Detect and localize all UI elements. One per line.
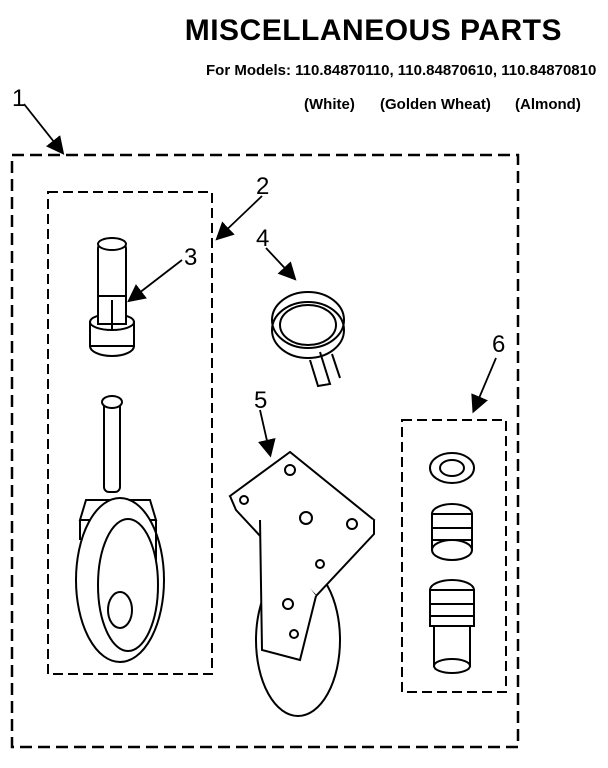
- color-golden-wheat: (Golden Wheat): [380, 96, 491, 113]
- callout-4: 4: [256, 225, 269, 252]
- bushing-group-boundary-6: [401, 419, 507, 693]
- models-line: For Models: 110.84870110, 110.84870610, …: [206, 62, 597, 79]
- leader-5: [258, 409, 276, 458]
- callout-1: 1: [12, 85, 25, 112]
- callout-2: 2: [256, 173, 269, 200]
- callout-3: 3: [184, 244, 197, 271]
- swivel-caster-part-2: [75, 395, 165, 663]
- bushing-set-part-6: [429, 452, 475, 674]
- rigid-caster-part-5: [228, 450, 376, 717]
- leader-4: [265, 247, 297, 281]
- caster-group-boundary-2: [47, 191, 213, 675]
- callout-6: 6: [492, 331, 505, 358]
- leader-6: [471, 357, 497, 414]
- color-white: (White): [304, 96, 355, 113]
- leader-3: [127, 259, 183, 303]
- page-title: MISCELLANEOUS PARTS: [184, 14, 562, 47]
- leader-1: [23, 103, 65, 155]
- callout-5: 5: [254, 387, 267, 414]
- color-almond: (Almond): [515, 96, 581, 113]
- stem-socket-part-3: [89, 237, 135, 357]
- clamp-ring-part-4: [271, 291, 345, 388]
- kit-boundary-1: [10, 153, 520, 749]
- leader-2: [215, 195, 263, 241]
